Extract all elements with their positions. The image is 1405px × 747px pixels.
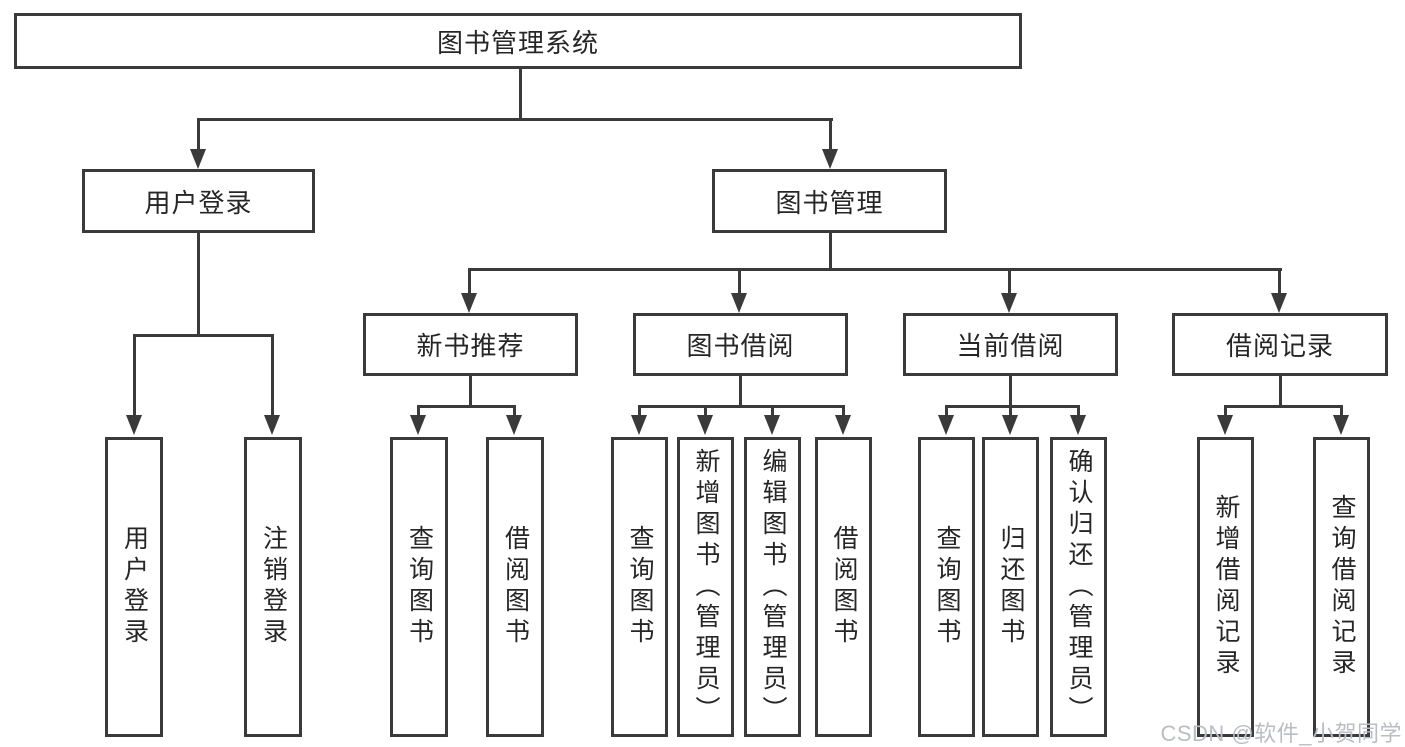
node-label: 编辑图书（管理员） <box>759 447 787 727</box>
leaf-user-login: 用户登录 <box>105 437 163 737</box>
leaf-borrow-books-borrowing: 借阅图书 <box>815 437 872 737</box>
arrowhead <box>1333 415 1349 435</box>
leaf-edit-book-admin: 编辑图书（管理员） <box>744 437 801 737</box>
leaf-confirm-return-admin: 确认归还（管理员） <box>1050 437 1107 737</box>
arrowhead <box>1271 293 1287 313</box>
arrowhead <box>1217 415 1233 435</box>
node-label: 注销登录 <box>259 525 288 649</box>
node-label: 新书推荐 <box>416 331 525 361</box>
arrowhead <box>1070 415 1086 435</box>
connector-stem <box>1340 405 1343 418</box>
arrowhead <box>126 415 142 435</box>
arrowhead <box>697 415 713 435</box>
connector-stem <box>271 334 274 417</box>
node-label: 图书借阅 <box>686 331 795 361</box>
node-borrowing-records: 借阅记录 <box>1172 313 1388 376</box>
arrowhead <box>461 293 477 313</box>
connector-hbar <box>945 405 1080 408</box>
arrowhead <box>1002 415 1018 435</box>
node-label: 归还图书 <box>997 525 1025 649</box>
connector-stem <box>1009 405 1012 418</box>
arrowhead <box>822 149 838 169</box>
leaf-query-books-borrowing: 查询图书 <box>611 437 668 737</box>
connector-stem <box>1279 375 1282 408</box>
connector-stem <box>945 405 948 418</box>
connector-stem <box>469 375 472 408</box>
node-label: 借阅图书 <box>830 525 858 649</box>
node-current-borrowing: 当前借阅 <box>903 313 1118 376</box>
node-label: 查询图书 <box>626 525 654 649</box>
node-label: 确认归还（管理员） <box>1065 447 1093 727</box>
node-label: 查询图书 <box>405 525 434 649</box>
node-label: 查询图书 <box>933 525 961 649</box>
node-label: 新增借阅记录 <box>1212 494 1240 680</box>
leaf-query-books-recommend: 查询图书 <box>390 437 448 737</box>
leaf-logout: 注销登录 <box>244 437 302 737</box>
node-book-borrowing: 图书借阅 <box>633 313 848 376</box>
connector-hbar <box>1224 405 1343 408</box>
leaf-return-book: 归还图书 <box>982 437 1039 737</box>
connector-stem <box>1077 405 1080 418</box>
connector-stem <box>468 268 471 296</box>
connector-stem <box>771 405 774 418</box>
node-book-management: 图书管理 <box>712 169 947 233</box>
arrowhead <box>938 415 954 435</box>
connector-stem-user-login <box>197 118 200 152</box>
leaf-add-book-admin: 新增图书（管理员） <box>677 437 734 737</box>
connector-userlogin-stem <box>197 233 200 337</box>
csdn-watermark: CSDN @软件_小贺同学 <box>1160 721 1402 746</box>
node-label: 借阅图书 <box>501 525 530 649</box>
node-label: 借阅记录 <box>1225 331 1334 361</box>
arrowhead <box>1001 293 1017 313</box>
node-new-book-recommend: 新书推荐 <box>363 313 578 376</box>
connector-stem <box>738 268 741 296</box>
node-library-management-system: 图书管理系统 <box>14 13 1022 69</box>
node-label: 图书管理 <box>775 187 884 218</box>
node-label: 用户登录 <box>144 187 253 218</box>
connector-stem <box>1008 268 1011 296</box>
connector-stem <box>417 405 420 418</box>
connector-stem-book-mgmt <box>829 118 832 152</box>
connector-bookmgmt-stem <box>829 233 832 271</box>
connector-stem <box>704 405 707 418</box>
node-label: 查询借阅记录 <box>1328 494 1356 680</box>
arrowhead <box>506 415 522 435</box>
connector-bookmgmt-hbar <box>468 268 1282 271</box>
arrowhead <box>764 415 780 435</box>
connector-stem <box>739 375 742 408</box>
arrowhead <box>731 293 747 313</box>
leaf-add-borrow-record: 新增借阅记录 <box>1197 437 1254 737</box>
connector-stem <box>133 334 136 417</box>
arrowhead <box>264 415 280 435</box>
leaf-query-borrow-record: 查询借阅记录 <box>1313 437 1370 737</box>
connector-stem <box>1278 268 1281 296</box>
leaf-borrow-books-recommend: 借阅图书 <box>486 437 544 737</box>
connector-hbar <box>417 405 516 408</box>
connector-hbar <box>638 405 845 408</box>
connector-root-hbar <box>197 118 833 121</box>
leaf-query-books-current: 查询图书 <box>918 437 975 737</box>
connector-stem <box>513 405 516 418</box>
connector-stem <box>638 405 641 418</box>
connector-stem <box>1009 375 1012 408</box>
arrowhead <box>631 415 647 435</box>
node-label: 新增图书（管理员） <box>692 447 720 727</box>
connector-stem <box>1224 405 1227 418</box>
arrowhead <box>410 415 426 435</box>
node-label: 图书管理系统 <box>436 27 599 58</box>
arrowhead <box>835 415 851 435</box>
connector-stem <box>842 405 845 418</box>
node-label: 用户登录 <box>120 525 149 649</box>
connector-userlogin-hbar <box>133 334 274 337</box>
connector-root-stem <box>519 69 522 120</box>
node-user-login: 用户登录 <box>82 169 315 233</box>
arrowhead <box>190 149 206 169</box>
node-label: 当前借阅 <box>956 331 1065 361</box>
